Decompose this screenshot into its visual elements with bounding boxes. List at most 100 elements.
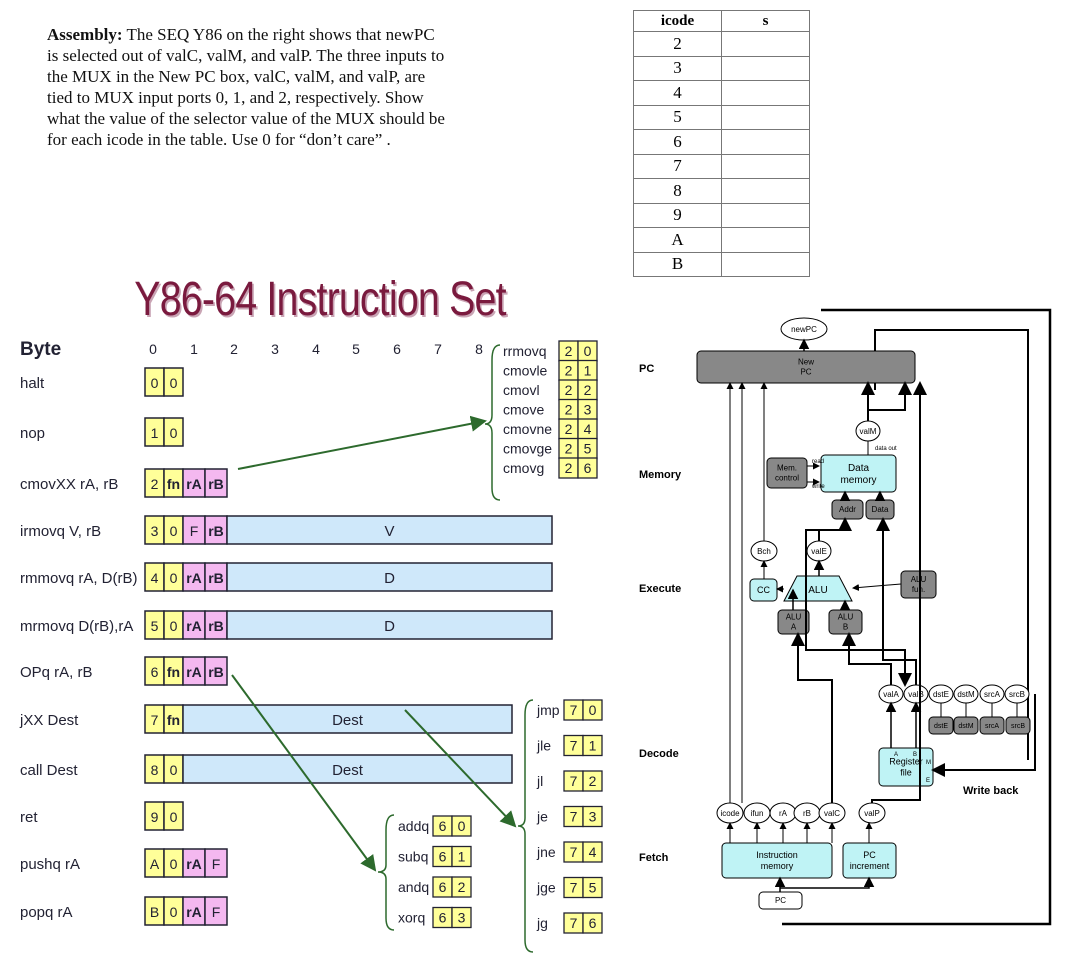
byte-cell xyxy=(163,801,184,831)
decode-box-text: dstE xyxy=(934,723,948,730)
s-cell[interactable] xyxy=(721,227,810,253)
group-item-name: xorq xyxy=(398,910,425,926)
write-label: write xyxy=(811,484,825,490)
instruction-name: popq rA xyxy=(20,904,73,921)
byte-cell-text: 3 xyxy=(151,523,159,539)
table-header-row: icode s xyxy=(633,10,810,32)
group-code-text: 6 xyxy=(439,818,447,834)
addr-box-text: Addr xyxy=(839,505,856,514)
group-code-text: 7 xyxy=(570,844,578,860)
group-code-text: 0 xyxy=(584,343,592,359)
byte-cell-text: 0 xyxy=(170,523,178,539)
icode-cell: B xyxy=(633,251,722,277)
byte-cell-text: F xyxy=(212,904,221,920)
cc-box-text: CC xyxy=(757,585,770,595)
cmov-arrow xyxy=(237,415,487,470)
byte-cell-text: 2 xyxy=(151,476,159,492)
byte-cell-text: 4 xyxy=(151,570,159,586)
wire xyxy=(805,529,912,687)
fetch-oval-text: valC xyxy=(824,809,840,818)
group-code-text: 3 xyxy=(589,809,597,825)
byte-cell-text: B xyxy=(150,904,159,920)
wire xyxy=(780,876,875,889)
byte-cell-text: 5 xyxy=(151,618,159,634)
group-item-name: subq xyxy=(398,849,428,865)
table-row: 2 xyxy=(633,31,810,57)
pc-box-text: PC xyxy=(775,896,786,905)
s-cell[interactable] xyxy=(721,80,810,106)
long-field xyxy=(182,754,513,784)
byte-cell-text: 6 xyxy=(151,664,159,680)
fetch-oval-text: rA xyxy=(779,809,788,818)
s-cell[interactable] xyxy=(721,55,810,81)
long-field xyxy=(226,562,553,592)
table-row: 5 xyxy=(633,104,810,130)
group-code-text: 4 xyxy=(589,844,597,860)
reg-port-m: M xyxy=(926,760,931,766)
group-code-text: 7 xyxy=(570,809,578,825)
table-row: 4 xyxy=(633,80,810,106)
group-code-text: 2 xyxy=(458,879,466,895)
table-row: A xyxy=(633,227,810,253)
isa-title: Y86-64 Instruction Set xyxy=(134,273,506,326)
reg-port-a: A xyxy=(894,752,898,758)
byte-cell-text: rA xyxy=(186,570,202,586)
op-arrow xyxy=(231,674,377,872)
byte-number: 5 xyxy=(352,341,360,357)
group-item-name: jg xyxy=(536,915,548,931)
jmp-brace xyxy=(517,699,534,953)
group-code-text: 2 xyxy=(565,441,573,457)
group-code-cell xyxy=(582,841,603,863)
instruction-name: OPq rA, rB xyxy=(20,664,93,681)
register-file-box-text: file xyxy=(900,768,912,778)
newpc-oval-text: newPC xyxy=(791,325,817,334)
byte-cell-text: 0 xyxy=(170,809,178,825)
pc-increment-box-text: increment xyxy=(850,861,890,871)
new-pc-box-text: PC xyxy=(800,368,811,377)
group-item-name: cmove xyxy=(503,402,544,418)
group-code-text: 6 xyxy=(439,849,447,865)
stage-label: Decode xyxy=(639,748,679,760)
new-pc-box xyxy=(696,350,916,384)
alu-a-box-text: A xyxy=(791,623,797,632)
fetch-oval-text: rB xyxy=(803,809,811,818)
group-item-name: cmovge xyxy=(503,441,552,457)
alu-a-box-text: ALU xyxy=(786,613,802,622)
group-code-text: 7 xyxy=(570,773,578,789)
group-item-name: andq xyxy=(398,879,429,895)
s-cell[interactable] xyxy=(721,251,810,277)
decode-oval-text: valA xyxy=(883,690,899,699)
group-code-text: 5 xyxy=(584,441,592,457)
byte-cell-text: F xyxy=(212,856,221,872)
stage-label: Memory xyxy=(639,469,682,481)
alu-fun-box-text: ALU xyxy=(911,575,927,584)
group-code-cell xyxy=(451,815,472,837)
group-code-text: 6 xyxy=(439,910,447,926)
group-code-text: 7 xyxy=(570,738,578,754)
group-code-text: 2 xyxy=(565,421,573,437)
group-code-text: 6 xyxy=(589,915,597,931)
group-item-name: cmovle xyxy=(503,363,548,379)
loop-wire-outer xyxy=(782,308,1052,926)
decode-oval-text: srcB xyxy=(1009,690,1025,699)
byte-cell-text: 0 xyxy=(170,570,178,586)
alu-b-box-text: ALU xyxy=(838,613,854,622)
group-code-text: 7 xyxy=(570,702,578,718)
long-field-text: Dest xyxy=(332,712,364,729)
mem-control-box xyxy=(766,457,808,489)
byte-cell xyxy=(204,468,228,498)
byte-cell-text: 0 xyxy=(170,762,178,778)
valm-oval-text: valM xyxy=(860,427,877,436)
icode-cell: 6 xyxy=(633,129,722,155)
group-code-text: 2 xyxy=(584,382,592,398)
s-cell[interactable] xyxy=(721,31,810,57)
wire xyxy=(931,694,1036,777)
group-code-text: 6 xyxy=(584,460,592,476)
new-pc-box-text: New xyxy=(798,358,814,367)
group-code-cell xyxy=(582,699,603,721)
group-code-text: 5 xyxy=(589,880,597,896)
byte-cell-text: 0 xyxy=(170,375,178,391)
group-item-name: rrmovq xyxy=(503,343,547,359)
group-code-cell xyxy=(582,876,603,899)
